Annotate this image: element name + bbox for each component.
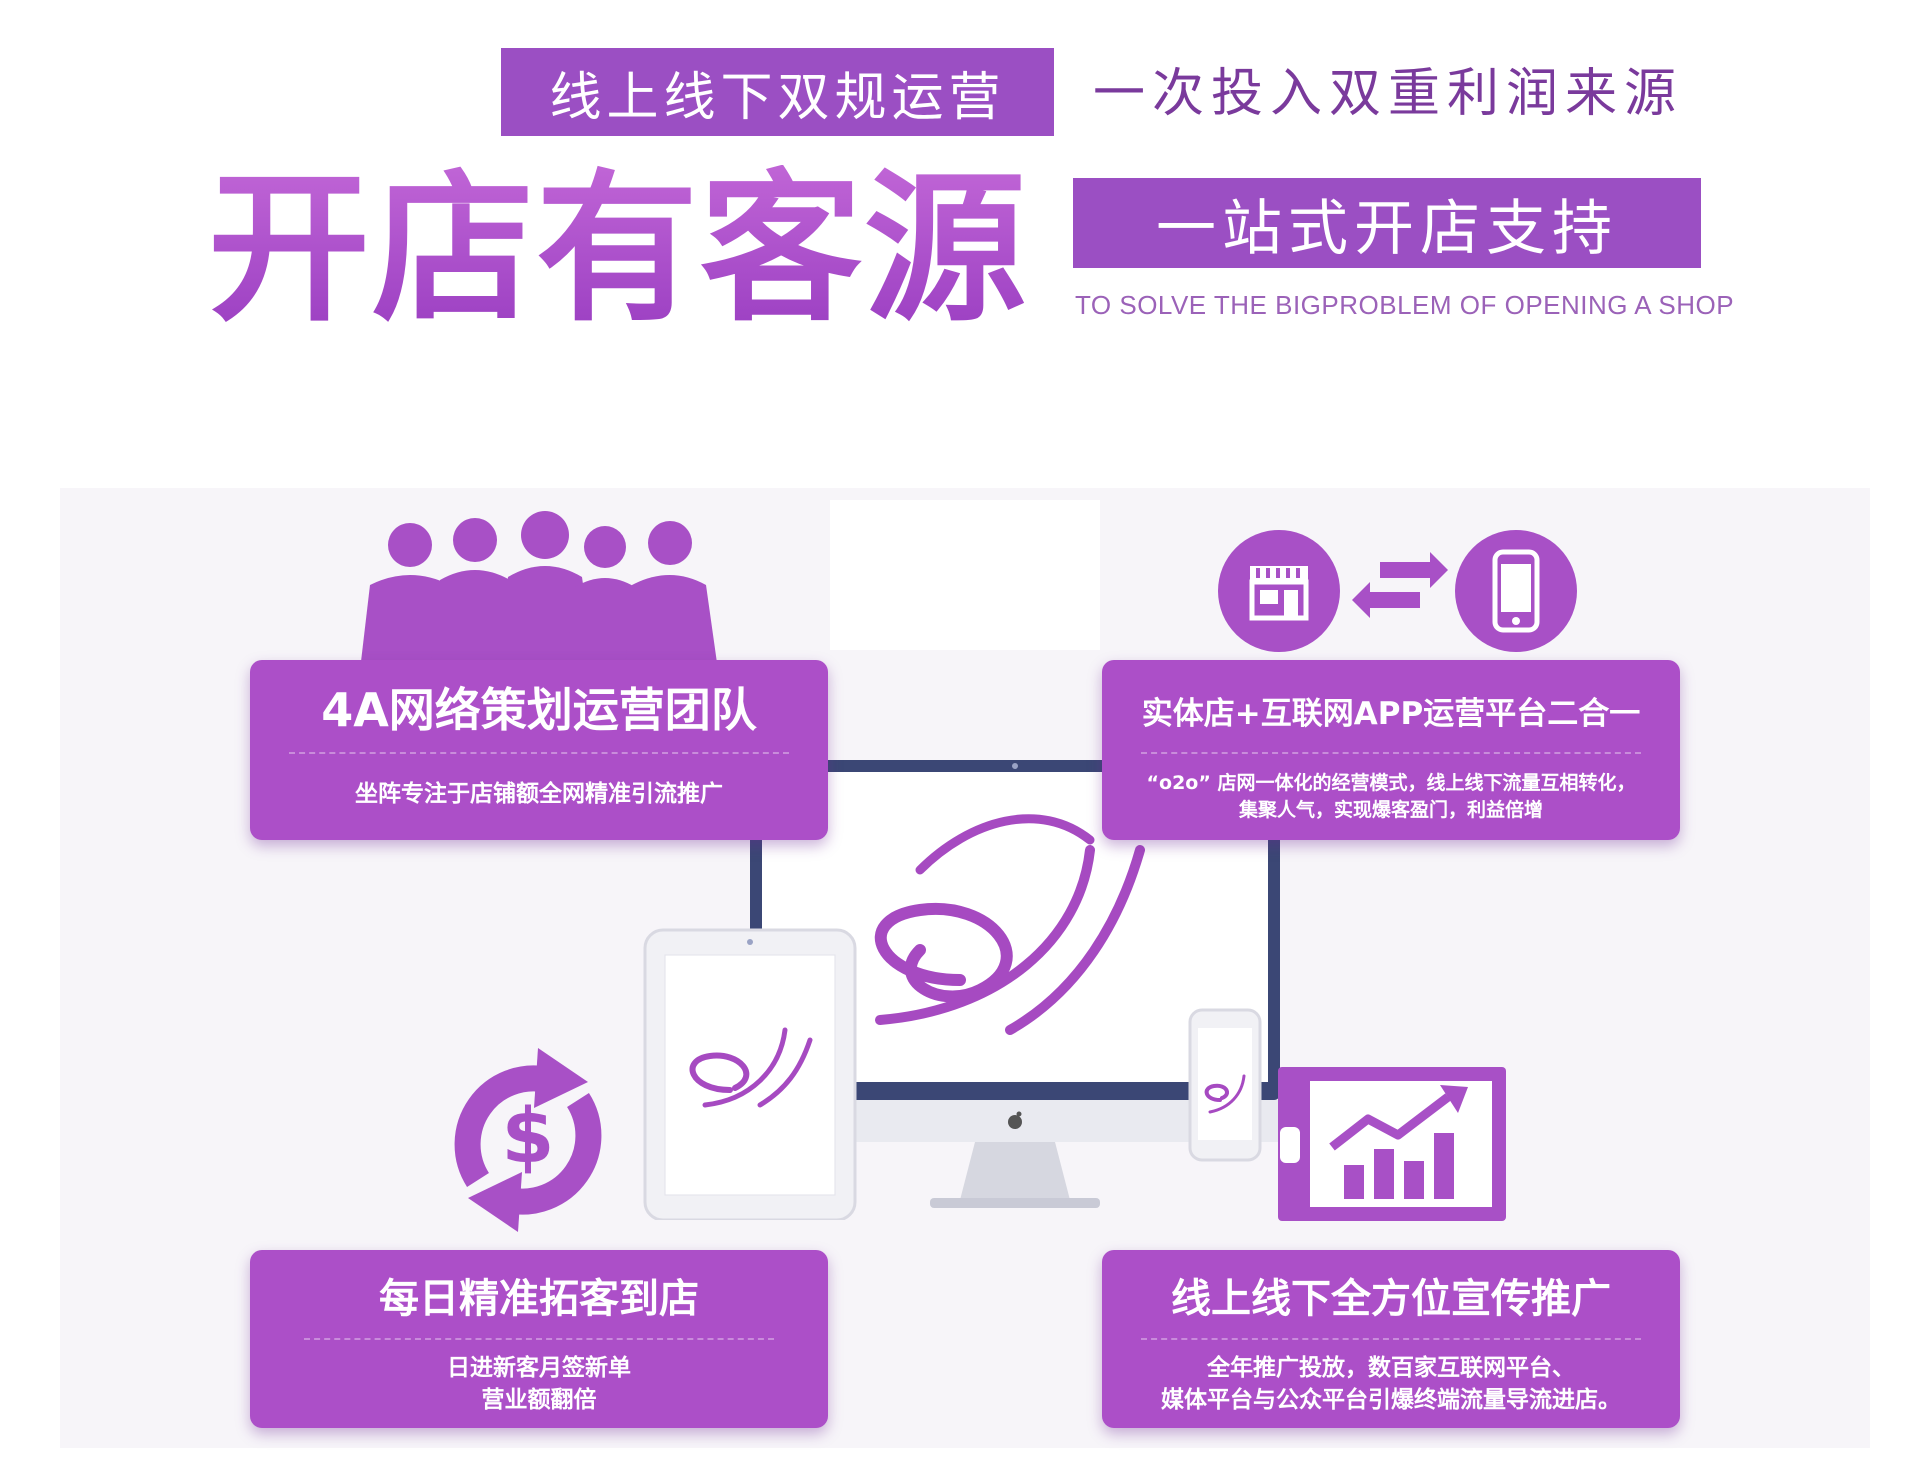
business-team-silhouette-icon <box>360 511 718 670</box>
card-promo-title: 线上线下全方位宣传推广 <box>1171 1276 1611 1322</box>
card-promo-body-line2: 媒体平台与公众平台引爆终端流量导流进店。 <box>1161 1387 1621 1413</box>
card-daily-body-line1: 日进新客月签新单 <box>447 1355 631 1381</box>
english-slogan: TO SOLVE THE BIGPROBLEM OF OPENING A SHO… <box>1075 290 1735 320</box>
storefront-icon <box>1218 530 1340 652</box>
card-o2o: 实体店+互联网APP运营平台二合一 “o2o” 店网一体化的经营模式，线上线下流… <box>1102 660 1680 840</box>
exchange-arrows-icon <box>1352 552 1448 618</box>
swirl-logo-icon <box>874 814 1145 1035</box>
card-team-body: 坐阵专注于店铺额全网精准引流推广 <box>355 781 723 807</box>
card-o2o-title: 实体店+互联网APP运营平台二合一 <box>1141 696 1641 732</box>
main-title: 开店有客源 <box>208 165 1058 335</box>
sub-tagline: 一次投入双重利润来源 <box>1093 64 1684 124</box>
card-promo: 线上线下全方位宣传推广 全年推广投放，数百家互联网平台、 媒体平台与公众平台引爆… <box>1102 1250 1680 1428</box>
svg-text:$: $ <box>502 1091 555 1180</box>
card-o2o-body: “o2o” 店网一体化的经营模式，线上线下流量互相转化， 集聚人气，实现爆客盈门… <box>1102 770 1680 824</box>
banner-tag-text: 线上线下双规运营 <box>549 67 1006 128</box>
card-o2o-body-line2: 集聚人气，实现爆客盈门，利益倍增 <box>1238 799 1543 821</box>
card-divider <box>1141 1338 1641 1340</box>
card-promo-body-line1: 全年推广投放，数百家互联网平台、 <box>1207 1355 1575 1381</box>
card-daily-body-line2: 营业额翻倍 <box>481 1387 597 1413</box>
card-daily-title: 每日精准拓客到店 <box>379 1276 699 1322</box>
support-tag: 一站式开店支持 <box>1073 178 1701 268</box>
card-o2o-body-line1: “o2o” 店网一体化的经营模式，线上线下流量互相转化， <box>1146 772 1636 794</box>
devices-illustration <box>643 760 1280 1220</box>
background-panel <box>830 500 1100 650</box>
card-daily-body: 日进新客月签新单 营业额翻倍 <box>250 1352 828 1416</box>
apple-logo-icon <box>1008 1111 1022 1129</box>
card-team-title: 4A网络策划运营团队 <box>321 683 757 737</box>
dollar-cycle-icon: $ <box>454 1048 602 1232</box>
smartphone-icon <box>1455 530 1577 652</box>
card-team: 4A网络策划运营团队 坐阵专注于店铺额全网精准引流推广 <box>250 660 828 840</box>
card-promo-body: 全年推广投放，数百家互联网平台、 媒体平台与公众平台引爆终端流量导流进店。 <box>1102 1352 1680 1416</box>
growth-chart-icon <box>1278 1067 1506 1221</box>
card-divider <box>304 1338 774 1340</box>
banner-tag: 线上线下双规运营 <box>501 48 1054 136</box>
support-tag-text: 一站式开店支持 <box>1156 193 1618 264</box>
card-divider <box>1141 752 1641 754</box>
card-divider <box>289 752 789 754</box>
card-daily: 每日精准拓客到店 日进新客月签新单 营业额翻倍 <box>250 1250 828 1428</box>
